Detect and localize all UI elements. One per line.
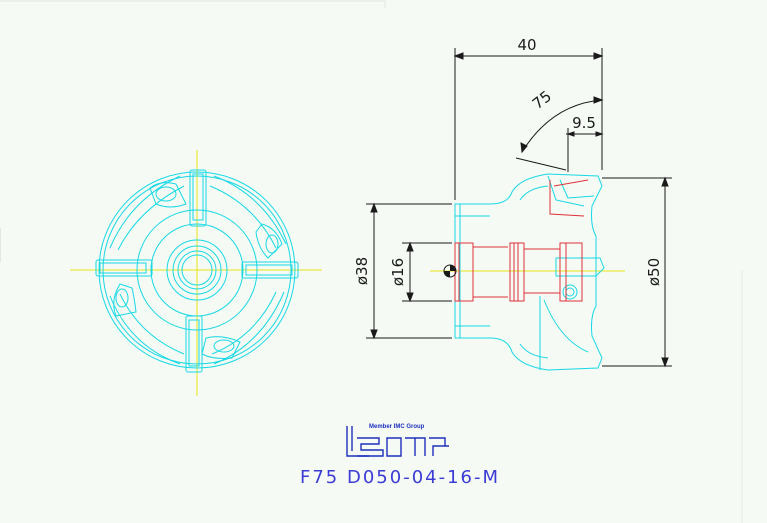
dimension-lines [366,48,672,368]
dim-diameter-16: ø16 [389,258,407,286]
dim-length-40: 40 [517,36,536,54]
side-view [430,173,625,371]
dimension-labels: 40 75 9.5 ø38 ø16 ø50 [353,36,663,286]
iscar-wordmark [346,426,449,457]
front-view [70,150,322,396]
dim-angle-75: 75 [529,87,555,113]
dim-diameter-38: ø38 [353,257,371,285]
section-bore [454,179,589,302]
dim-diameter-50: ø50 [645,258,663,286]
iscar-logo: Member IMC Group [345,424,455,462]
dim-depth-9-5: 9.5 [572,114,596,132]
part-number: F75 D050-04-16-M [300,467,501,488]
logo-tagline: Member IMC Group [369,424,425,430]
